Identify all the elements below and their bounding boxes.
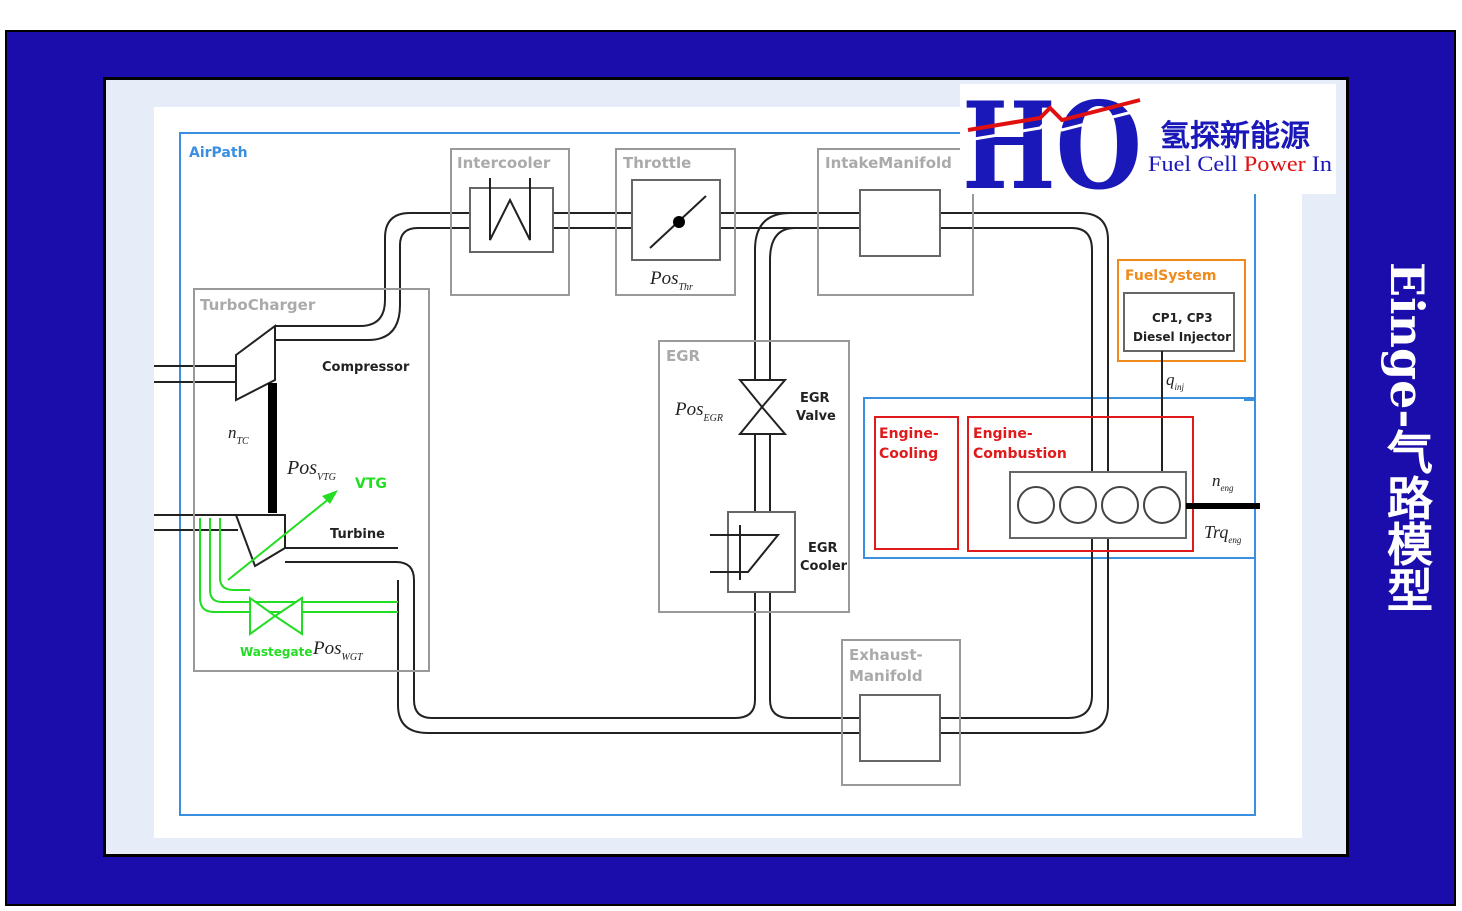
vtg-label: VTG — [355, 476, 387, 492]
egr-label: EGR — [666, 347, 701, 365]
intake-manifold-element — [859, 189, 941, 257]
engine-cooling-box — [874, 416, 959, 550]
intake-manifold-box — [817, 148, 974, 296]
pipes — [154, 212, 1109, 734]
pos-thr-label: PosThr — [649, 268, 693, 293]
cylinder-3 — [1101, 486, 1139, 524]
compressor-shape — [235, 324, 276, 402]
wastegate-lines — [199, 493, 398, 613]
exhaust-manifold-box — [841, 639, 961, 786]
engine-combustion-box — [967, 416, 1194, 552]
wastegate-valve-icon-right — [273, 596, 303, 636]
vtg-arrow-head — [322, 490, 338, 504]
fuel-system-label: FuelSystem — [1125, 268, 1216, 284]
compressor-label: Compressor — [322, 360, 410, 375]
turbo-shaft — [268, 383, 277, 513]
cylinder-4 — [1143, 486, 1181, 524]
logo-mark: HO — [962, 76, 1142, 217]
company-logo: HO 氢探新能源 Fuel Cell Power In — [960, 76, 1336, 217]
throttle-pivot — [673, 216, 685, 228]
n-eng-label: neng — [1212, 471, 1234, 493]
egr-cooler-element — [727, 511, 796, 593]
egr-valve-top-icon — [737, 379, 788, 409]
exhaust-manifold-label-1: Exhaust- — [849, 646, 923, 664]
pos-wgt-label: PosWGT — [312, 638, 364, 663]
slide-title: Einge-气路模型 — [1380, 262, 1434, 613]
n-tc-label: nTC — [228, 423, 249, 447]
egr-cooler-label-1: EGR — [808, 541, 838, 556]
logo-chinese: 氢探新能源 — [1160, 119, 1310, 154]
turbocharger-label: TurboCharger — [200, 296, 316, 314]
turbine-shape — [234, 514, 286, 568]
turbine-label: Turbine — [330, 527, 385, 542]
airpath-boundary — [179, 132, 1256, 816]
airpath-label: AirPath — [189, 145, 248, 161]
intercooler-label: Intercooler — [457, 154, 551, 172]
intercooler-element — [469, 187, 554, 253]
injector-box — [1123, 292, 1235, 352]
egr-valve-label-1: EGR — [800, 391, 830, 406]
intercooler-box — [450, 148, 570, 296]
logo-swoosh-white — [967, 108, 1141, 142]
engine-combustion-label-1: Engine- — [973, 426, 1033, 442]
crankshaft-output — [1186, 503, 1260, 509]
engine-combustion-label-2: Combustion — [973, 446, 1067, 462]
logo-swoosh-icon — [967, 98, 1141, 132]
egr-cooler-label-2: Cooler — [800, 559, 848, 574]
exhaust-manifold-label-2: Manifold — [849, 667, 923, 685]
cylinder-1 — [1017, 486, 1055, 524]
intake-manifold-label: IntakeManifold — [825, 154, 952, 172]
injector-label-1: CP1, CP3 — [1152, 311, 1213, 325]
injector-label-2: Diesel Injector — [1133, 330, 1231, 344]
pos-vtg-label: PosVTG — [286, 457, 336, 483]
egr-valve-label-2: Valve — [796, 409, 836, 424]
egr-cooler-zigzag-icon — [710, 534, 781, 573]
logo-background — [960, 84, 1336, 194]
egr-box — [658, 340, 850, 613]
throttle-box — [615, 148, 736, 296]
egr-valve-bottom-icon — [737, 405, 788, 435]
intercooler-zigzag-icon — [489, 178, 531, 241]
throttle-label: Throttle — [623, 154, 691, 172]
engine-cooling-label-1: Engine- — [879, 426, 939, 442]
turbocharger-box — [193, 288, 430, 672]
engine-boundary — [863, 397, 1256, 559]
wastegate-valve-icon — [249, 596, 277, 636]
wastegate-label: Wastegate — [240, 645, 313, 659]
engine-cooling-label-2: Cooling — [879, 446, 938, 462]
logo-english: Fuel Cell Power In — [1148, 151, 1332, 176]
fuel-system-box — [1117, 259, 1246, 362]
cylinder-2 — [1059, 486, 1097, 524]
q-inj-label: qinj — [1166, 370, 1185, 392]
pos-egr-label: PosEGR — [674, 399, 723, 424]
exhaust-manifold-element — [859, 694, 941, 762]
trq-eng-label: Trqeng — [1204, 522, 1242, 545]
